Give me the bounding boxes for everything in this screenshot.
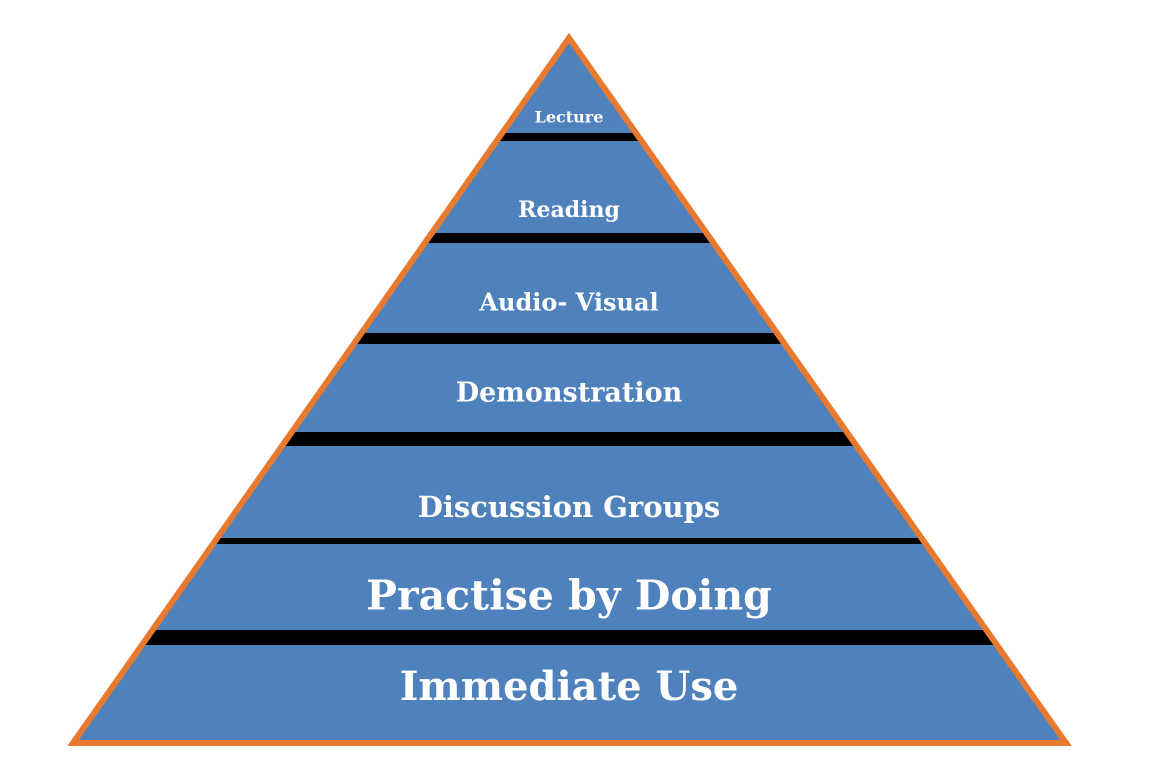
tier-label-lecture: Lecture (535, 108, 604, 127)
pyramid-tier-band (291, 344, 847, 432)
tier-label-practise-by-doing: Practise by Doing (366, 572, 772, 620)
pyramid-outline (67, 32, 1072, 746)
pyramid-tier-band (73, 645, 1066, 743)
pyramid-tier-band (431, 141, 707, 233)
pyramid-tier-band (361, 243, 777, 333)
pyramid-separator (282, 432, 857, 446)
tier-label-reading: Reading (518, 197, 620, 223)
pyramid-tier-band (217, 446, 922, 538)
tier-label-audio-visual: Audio- Visual (478, 288, 658, 317)
pyramid-separator (496, 133, 642, 141)
pyramid-bands (73, 38, 1066, 743)
tier-label-discussion-groups: Discussion Groups (418, 490, 721, 524)
tier-label-immediate-use: Immediate Use (400, 663, 739, 710)
pyramid-labels: Lecture Reading Audio- Visual Demonstrat… (366, 108, 772, 711)
pyramid-separator (353, 333, 785, 344)
pyramid-tier-band (502, 38, 636, 133)
tier-label-demonstration: Demonstration (456, 378, 683, 409)
pyramid-separator (141, 630, 997, 645)
pyramid-separator (213, 538, 926, 544)
pyramid-separators (141, 133, 997, 645)
pyramid-tier-band (152, 544, 987, 630)
pyramid-separator (424, 233, 714, 243)
